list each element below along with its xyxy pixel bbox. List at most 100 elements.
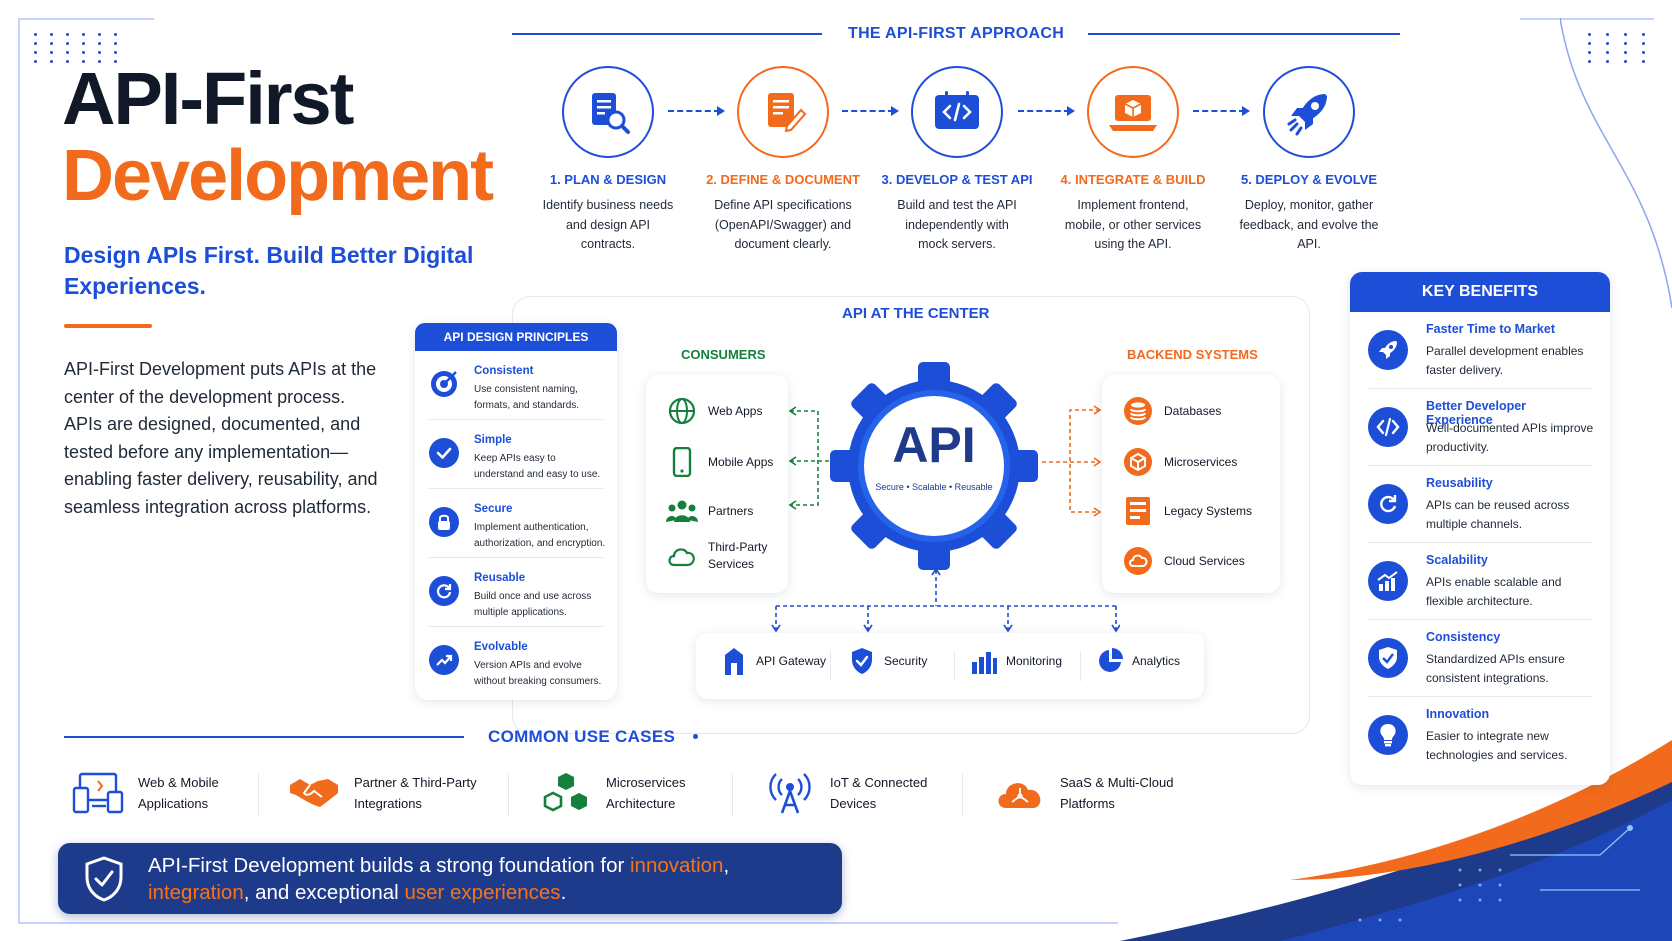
use-case-label: Partner & Third-Party Integrations: [354, 775, 477, 811]
use-cases-line-left: [64, 736, 464, 738]
use-case-label: Web & Mobile Applications: [138, 775, 219, 811]
frame-line-top-right: [1520, 18, 1654, 20]
benefit-innovation: Innovation Easier to integrate new techn…: [1368, 697, 1592, 774]
refresh-icon: [429, 576, 459, 606]
strip-label: Monitoring: [1006, 654, 1063, 668]
step-3-desc: Build and test the API independently wit…: [897, 198, 1017, 251]
devices-icon: [72, 770, 124, 816]
consumer-partners: Partners: [666, 495, 753, 527]
step-plan-design: 1. PLAN & DESIGN Identify business needs…: [523, 66, 693, 255]
backend-label: Databases: [1164, 404, 1222, 418]
strip-divider: [954, 651, 955, 681]
approach-line-left: [512, 33, 822, 35]
document-search-icon: [592, 93, 630, 134]
hero-subtitle: Design APIs First. Build Better Digital …: [64, 242, 474, 299]
backend-microservices: Microservices: [1122, 446, 1237, 478]
step-define-document: 2. DEFINE & DOCUMENT Define API specific…: [698, 66, 868, 255]
step-arrow-3: [1018, 106, 1075, 116]
benefit-title: Faster Time to Market: [1426, 322, 1555, 336]
backend-label: Legacy Systems: [1164, 504, 1253, 518]
principle-desc: Build once and use across multiple appli…: [474, 591, 592, 618]
frame-line-top-left: [18, 18, 154, 20]
strip-monitoring: Monitoring: [970, 647, 1062, 675]
use-case-divider: [962, 774, 963, 816]
target-icon: [429, 369, 459, 399]
backend-card: Databases Microservices Legacy Systems C…: [1102, 375, 1280, 593]
approach-line-right: [1088, 33, 1400, 35]
banner-highlight-innovation: innovation: [630, 854, 724, 877]
step-1-circle: [562, 66, 654, 158]
use-cases-line-dot: [693, 734, 698, 739]
cloud-icon: [1122, 545, 1154, 577]
backend-databases: Databases: [1122, 395, 1221, 427]
backend-label: Microservices: [1164, 455, 1238, 469]
code-icon: [1368, 407, 1408, 447]
consumer-web-apps: Web Apps: [666, 395, 762, 427]
banner-text-part: .: [560, 881, 567, 904]
benefit-desc: Standardized APIs ensure consistent inte…: [1426, 652, 1565, 685]
step-2-circle: [737, 66, 829, 158]
footer-banner: API-First Development builds a strong fo…: [58, 843, 842, 914]
strip-analytics: Analytics: [1096, 647, 1180, 675]
approach-title: THE API-FIRST APPROACH: [848, 25, 1065, 42]
api-label: API: [892, 417, 976, 473]
design-principles-card: API DESIGN PRINCIPLES Consistent Use con…: [415, 323, 617, 700]
cloud-network-icon: [994, 770, 1046, 816]
use-case-partner: Partner & Third-Party Integrations: [288, 770, 484, 816]
banner-highlight-integration: integration: [148, 881, 244, 904]
principle-title: Simple: [474, 434, 512, 446]
code-window-icon: [935, 91, 979, 129]
antenna-icon: [764, 770, 816, 816]
shield-check-icon: [1368, 638, 1408, 678]
consumer-connectors: [788, 406, 856, 510]
benefit-reusability: Reusability APIs can be reused across mu…: [1368, 466, 1592, 543]
use-case-microservices: Microservices Architecture: [540, 770, 706, 816]
bar-chart-icon: [970, 647, 998, 675]
principle-evolvable: Evolvable Version APIs and evolve withou…: [429, 627, 603, 696]
strip-label: API Gateway: [756, 654, 827, 668]
step-2-desc: Define API specifications (OpenAPI/Swagg…: [714, 198, 852, 251]
use-case-divider: [732, 774, 733, 816]
banner-text: API-First Development builds a strong fo…: [148, 852, 828, 906]
api-tagline: Secure • Scalable • Reusable: [875, 482, 993, 492]
frame-line-bottom: [18, 922, 1118, 924]
strip-divider: [1080, 651, 1081, 681]
use-case-iot: IoT & Connected Devices: [764, 770, 930, 816]
hero-intro: API-First Development puts APIs at the c…: [64, 359, 378, 517]
principle-title: Reusable: [474, 572, 526, 584]
use-case-web-mobile: Web & Mobile Applications: [72, 770, 238, 816]
benefit-scalability: Scalability APIs enable scalable and fle…: [1368, 543, 1592, 620]
api-services-strip: API Gateway Security Monitoring Analytic…: [696, 633, 1204, 699]
step-5-name: 5. DEPLOY & EVOLVE: [1240, 172, 1378, 187]
principle-simple: Simple Keep APIs easy to understand and …: [429, 420, 603, 489]
consumer-label: Mobile Apps: [708, 455, 774, 469]
strip-label: Analytics: [1132, 654, 1181, 668]
lock-icon: [429, 507, 459, 537]
strip-api-gateway: API Gateway: [720, 647, 826, 675]
backend-title: BACKEND SYSTEMS: [1127, 347, 1258, 362]
use-case-label: Microservices Architecture: [606, 775, 686, 811]
globe-icon: [666, 395, 698, 427]
consumers-title: CONSUMERS: [681, 347, 766, 362]
mobile-icon: [666, 446, 698, 478]
principles-header: API DESIGN PRINCIPLES: [415, 323, 617, 351]
step-arrow-4: [1193, 106, 1250, 116]
use-case-saas: SaaS & Multi-Cloud Platforms: [994, 770, 1184, 816]
cube-icon: [1122, 446, 1154, 478]
lightbulb-icon: [1368, 715, 1408, 755]
step-integrate-build: 4. INTEGRATE & BUILD Implement frontend,…: [1048, 66, 1218, 255]
step-1-desc: Identify business needs and design API c…: [542, 198, 674, 251]
laptop-cube-icon: [1109, 95, 1157, 131]
document-edit-icon: [768, 93, 807, 133]
key-benefits-card: KEY BENEFITS Faster Time to Market Paral…: [1350, 272, 1610, 785]
benefit-title: Better Developer Experience: [1426, 399, 1527, 427]
refresh-icon: [1368, 484, 1408, 524]
banner-text-part: , and exceptional: [243, 881, 405, 904]
trend-up-icon: [429, 645, 459, 675]
growth-chart-icon: [1368, 561, 1408, 601]
benefit-desc: Well-documented APIs improve productivit…: [1426, 421, 1594, 454]
pie-chart-icon: [1096, 647, 1124, 675]
step-4-desc: Implement frontend, mobile, or other ser…: [1064, 198, 1202, 251]
step-3-name: 3. DEVELOP & TEST API: [881, 172, 1033, 187]
frame-line-left: [18, 18, 20, 923]
